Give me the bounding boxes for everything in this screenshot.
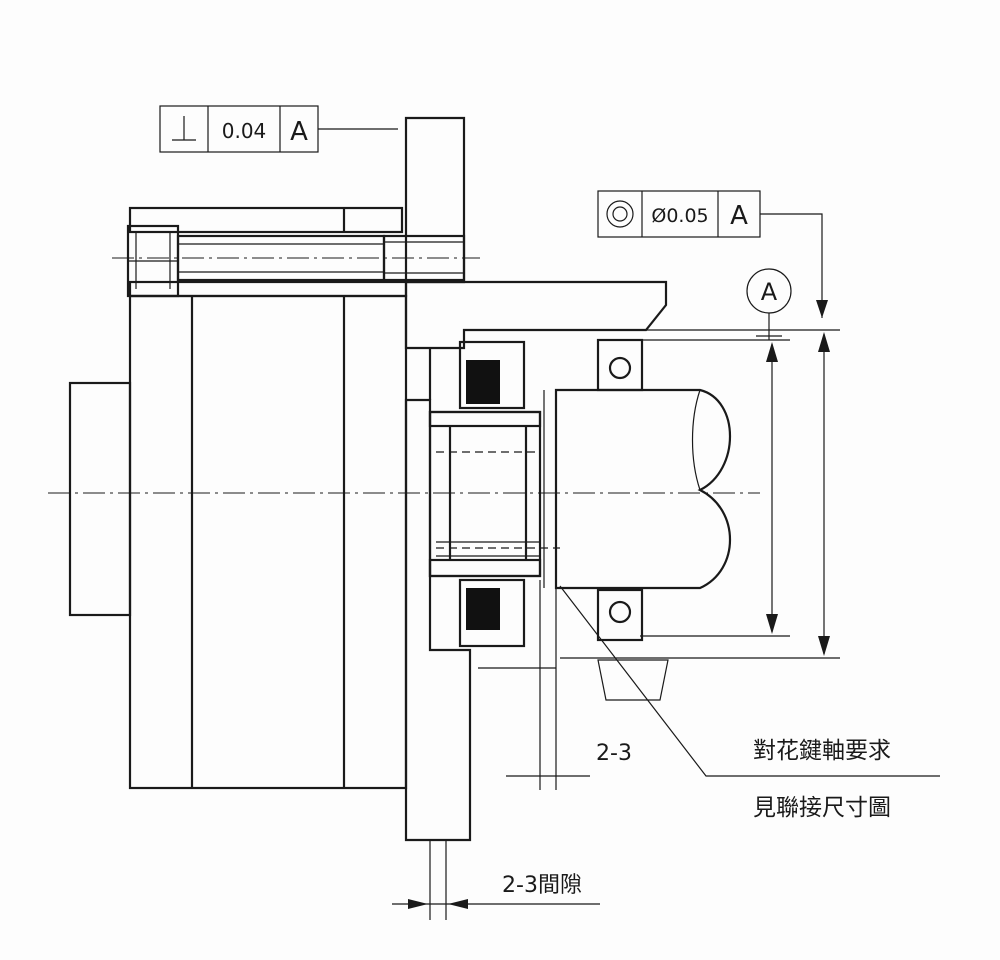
cap-screw bbox=[112, 224, 480, 298]
perpendicularity-frame: 0.04 A bbox=[159, 105, 398, 153]
perpendicularity-value: 0.04 bbox=[222, 119, 267, 143]
output-shaft bbox=[543, 388, 731, 590]
mounting-plate bbox=[404, 116, 668, 842]
gap-label-middle: 2-3 bbox=[596, 741, 632, 766]
housing-body bbox=[128, 294, 408, 790]
top-flange bbox=[128, 206, 408, 298]
perpendicularity-datum: A bbox=[290, 117, 308, 147]
concentricity-icon bbox=[606, 200, 634, 228]
datum-label: A bbox=[761, 278, 778, 306]
gap-dimension-bottom bbox=[392, 840, 600, 920]
spline-coupling bbox=[428, 410, 560, 578]
concentricity-value: Ø0.05 bbox=[651, 205, 708, 227]
seal-retainer bbox=[458, 340, 526, 648]
gap-label-bottom: 2-3間隙 bbox=[502, 873, 582, 898]
motor-shaft-boss bbox=[68, 381, 132, 617]
gap-dimension-middle bbox=[478, 580, 590, 790]
spline-note-leader bbox=[559, 585, 940, 777]
upper-bearing bbox=[596, 338, 644, 392]
outer-dimension bbox=[560, 300, 840, 659]
spline-note-line2: 見聯接尺寸圖 bbox=[753, 795, 891, 821]
spline-note-line1: 對花鍵軸要求 bbox=[753, 738, 891, 764]
perpendicularity-icon bbox=[172, 116, 196, 141]
lower-bearing bbox=[596, 588, 669, 701]
concentricity-datum: A bbox=[730, 201, 748, 231]
bore-dimension bbox=[640, 339, 790, 637]
concentricity-frame: Ø0.05 A bbox=[597, 190, 823, 318]
datum-a-bubble: A bbox=[746, 268, 792, 340]
